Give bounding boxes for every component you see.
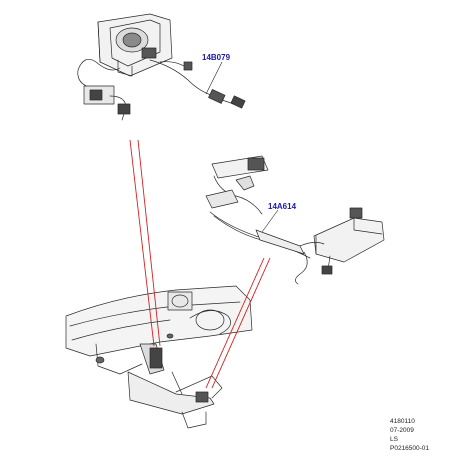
leader-line-left-b [137,139,161,347]
leader-line-left-a [129,139,155,347]
middle-harness-assembly [205,155,385,285]
leader-line-right-b [211,257,271,389]
dashboard-console [65,285,253,429]
upper-switch-assembly [77,13,246,121]
callout-pointer-upper [205,61,223,95]
callout-pointers [205,61,279,233]
leader-lines [129,139,271,389]
footer-model: LS [390,436,398,443]
leader-line-right-a [205,257,265,389]
footer-date: 07-2009 [390,427,414,434]
footer-code: 4180110 [390,418,415,425]
callout-14A614: 14A614 [268,202,297,211]
callout-pointer-middle [261,209,279,233]
callout-14B079: 14B079 [202,53,231,62]
footer-drawing-number: P0216500-01 [390,445,430,452]
